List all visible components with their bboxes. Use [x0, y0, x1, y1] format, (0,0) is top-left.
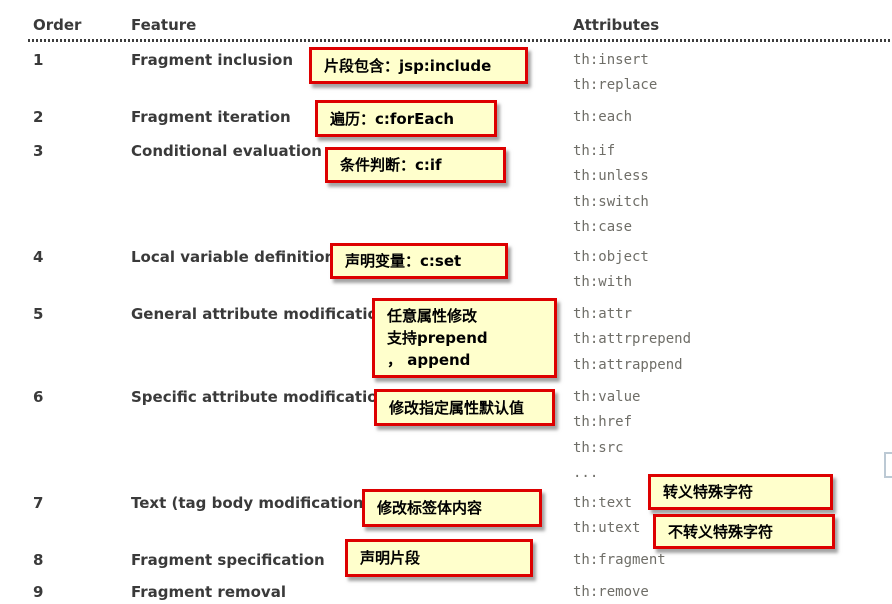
feature-cell: Local variable definition	[131, 248, 336, 266]
attribute-item: th:fragment	[573, 552, 666, 568]
callout-text: 不转义特殊字符	[668, 522, 774, 541]
attribute-item: th:attrappend	[573, 356, 683, 373]
attribute-item: th:each	[573, 109, 633, 125]
callout-text: 条件判断：c:if	[340, 156, 442, 174]
attribute-item: th:unless	[573, 168, 649, 185]
attribute-item: th:attrprepend	[573, 331, 692, 348]
feature-cell: Fragment iteration	[131, 108, 291, 126]
feature-cell: Fragment removal	[131, 583, 286, 601]
column-header-order: Order	[33, 16, 82, 34]
order-cell: 8	[33, 551, 44, 569]
callout-text: 转义特殊字符	[663, 483, 754, 501]
order-cell: 6	[33, 388, 44, 406]
attribute-item: ...	[573, 465, 599, 482]
attribute-item: th:src	[573, 439, 624, 456]
callout-general-attribute: 任意属性修改支持prepend ， append	[372, 298, 557, 378]
callout-text: 修改指定属性默认值	[389, 398, 525, 417]
feature-cell: Fragment inclusion	[131, 51, 294, 69]
column-header-feature: Feature	[131, 16, 197, 34]
attribute-item: th:if	[573, 143, 616, 159]
attribute-item: th:case	[573, 219, 633, 236]
feature-cell: General attribute modification	[131, 305, 389, 323]
attribute-item: th:href	[573, 414, 633, 431]
callout-text: 支持prepend	[387, 329, 488, 347]
order-cell: 3	[33, 142, 44, 160]
callout-text: ， append	[387, 351, 471, 369]
attribute-item: th:object	[573, 249, 649, 265]
order-cell: 1	[33, 51, 44, 69]
callout-no-escape-chars: 不转义特殊字符	[653, 514, 835, 549]
callout-text: 声明变量：c:set	[345, 252, 462, 270]
attribute-item: th:text	[573, 495, 633, 511]
order-cell: 5	[33, 305, 44, 323]
callout-text: 任意属性修改	[387, 307, 478, 325]
attribute-item: th:value	[573, 389, 641, 405]
callout-text: 修改标签体内容	[377, 499, 483, 517]
clipped-annotation-bracket	[884, 452, 892, 478]
callout-text: 声明片段	[360, 549, 421, 567]
callout-specific-attribute: 修改指定属性默认值	[374, 389, 555, 426]
callout-conditional: 条件判断：c:if	[325, 147, 506, 183]
column-header-attributes: Attributes	[573, 16, 660, 34]
callout-text: 片段包含：jsp:include	[324, 56, 492, 75]
callout-fragment-spec: 声明片段	[345, 539, 533, 577]
callout-text-body: 修改标签体内容	[362, 489, 542, 527]
feature-cell: Text (tag body modification)	[131, 494, 371, 512]
callout-text: 遍历：c:forEach	[330, 109, 455, 128]
order-cell: 4	[33, 248, 44, 266]
order-cell: 7	[33, 494, 44, 512]
header-separator-dotted-line	[28, 39, 890, 42]
attribute-item: th:insert	[573, 52, 649, 68]
attribute-item: th:remove	[573, 584, 649, 600]
feature-cell: Conditional evaluation	[131, 142, 322, 160]
attribute-item: th:attr	[573, 306, 633, 322]
feature-cell: Specific attribute modification	[131, 388, 389, 406]
order-cell: 9	[33, 583, 44, 601]
feature-cell: Fragment specification	[131, 551, 325, 569]
order-cell: 2	[33, 108, 44, 126]
callout-local-variable: 声明变量：c:set	[330, 243, 508, 279]
attribute-item: th:switch	[573, 193, 649, 210]
attribute-item: th:with	[573, 274, 633, 291]
attribute-item: th:replace	[573, 77, 658, 94]
attribute-item: th:utext	[573, 520, 641, 537]
callout-escape-chars: 转义特殊字符	[648, 474, 833, 510]
callout-fragment-inclusion: 片段包含：jsp:include	[309, 47, 528, 84]
callout-fragment-iteration: 遍历：c:forEach	[315, 100, 497, 137]
